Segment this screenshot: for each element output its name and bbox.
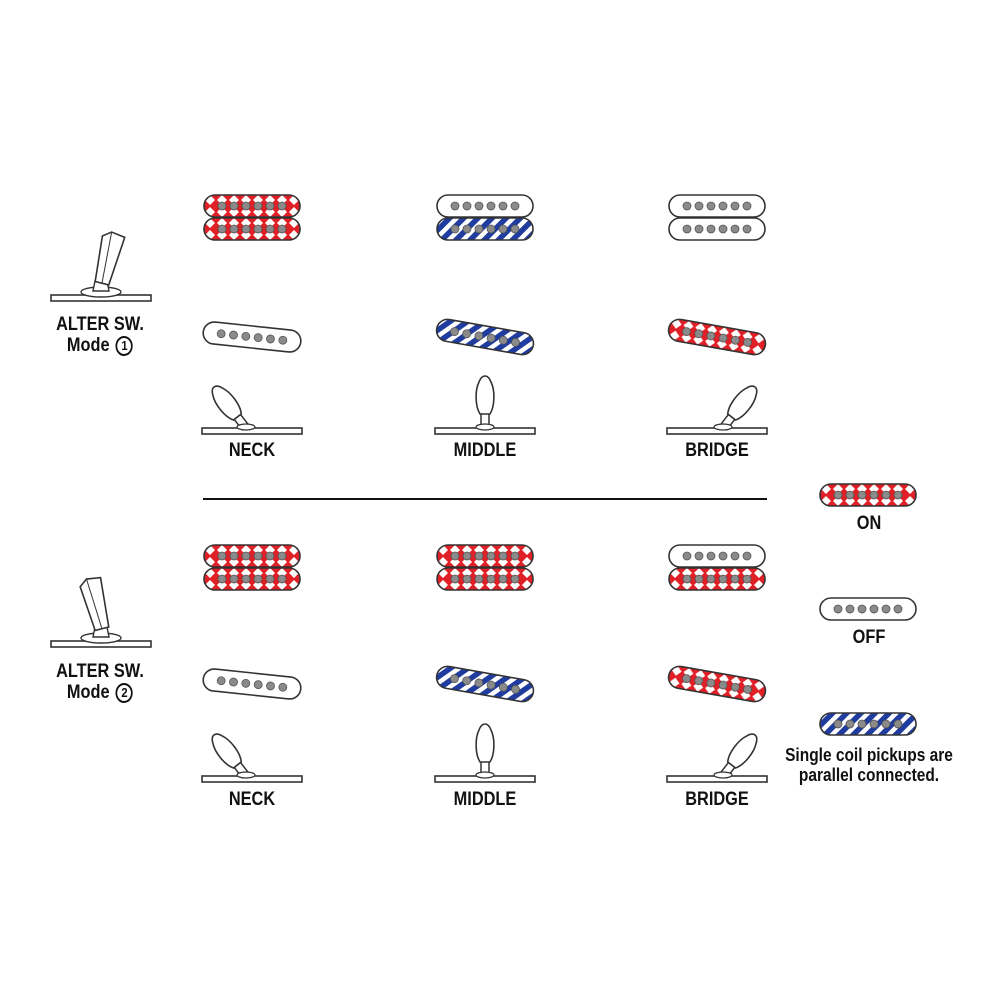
alter-switch-title: ALTER SW. bbox=[56, 661, 144, 682]
humbucker-pickup-neck bbox=[203, 194, 301, 241]
single-coil-pickup-neck bbox=[202, 668, 302, 700]
humbucker-coil-bottom bbox=[436, 217, 534, 241]
selector-switch-middle bbox=[434, 723, 536, 783]
selector-switch-bridge bbox=[666, 733, 768, 783]
alter-switch-mode-1-icon bbox=[50, 231, 152, 302]
mode-number-badge: 1 bbox=[115, 336, 134, 356]
legend-parallel-swatch bbox=[819, 712, 917, 736]
legend-on-label: ON bbox=[856, 513, 882, 534]
position-label-neck: NECK bbox=[228, 789, 276, 810]
selector-switch-neck bbox=[201, 733, 303, 783]
selector-switch-bridge bbox=[666, 385, 768, 435]
selector-switch-neck bbox=[201, 385, 303, 435]
humbucker-coil-top bbox=[436, 544, 534, 568]
single-coil-pickup-middle bbox=[435, 318, 535, 356]
single-coil-pickup-bridge bbox=[667, 665, 767, 703]
mode-word: Mode bbox=[66, 682, 110, 703]
humbucker-coil-bottom bbox=[203, 217, 301, 241]
humbucker-pickup-bridge bbox=[668, 544, 766, 591]
legend-off-label: OFF bbox=[852, 627, 886, 648]
position-label-middle: MIDDLE bbox=[453, 440, 517, 461]
legend-off-swatch bbox=[819, 597, 917, 621]
humbucker-coil-bottom bbox=[668, 217, 766, 241]
humbucker-pickup-bridge bbox=[668, 194, 766, 241]
position-label-bridge: BRIDGE bbox=[685, 789, 749, 810]
humbucker-pickup-middle bbox=[436, 194, 534, 241]
humbucker-coil-top bbox=[436, 194, 534, 218]
position-label-bridge: BRIDGE bbox=[685, 440, 749, 461]
humbucker-coil-top bbox=[668, 194, 766, 218]
humbucker-coil-top bbox=[203, 194, 301, 218]
mode-word: Mode bbox=[66, 335, 110, 356]
humbucker-pickup-middle bbox=[436, 544, 534, 591]
position-label-middle: MIDDLE bbox=[453, 789, 517, 810]
humbucker-coil-bottom bbox=[668, 567, 766, 591]
single-coil-pickup-middle bbox=[435, 665, 535, 703]
humbucker-coil-top bbox=[203, 544, 301, 568]
mode-number-badge: 2 bbox=[115, 683, 134, 703]
humbucker-coil-top bbox=[668, 544, 766, 568]
alter-switch-title: ALTER SW. bbox=[56, 314, 144, 335]
selector-switch-middle bbox=[434, 375, 536, 435]
alter-switch-mode-2-icon bbox=[50, 576, 152, 648]
humbucker-pickup-neck bbox=[203, 544, 301, 591]
single-coil-pickup-bridge bbox=[667, 318, 767, 356]
position-label-neck: NECK bbox=[228, 440, 276, 461]
legend-on-swatch bbox=[819, 483, 917, 507]
alter-switch-mode-2-label: ALTER SW. Mode 2 bbox=[48, 661, 151, 703]
humbucker-coil-bottom bbox=[436, 567, 534, 591]
legend-parallel-label: Single coil pickups are parallel connect… bbox=[785, 745, 953, 785]
humbucker-coil-bottom bbox=[203, 567, 301, 591]
alter-switch-mode-1-label: ALTER SW. Mode 1 bbox=[48, 314, 151, 356]
single-coil-pickup-neck bbox=[202, 321, 302, 353]
